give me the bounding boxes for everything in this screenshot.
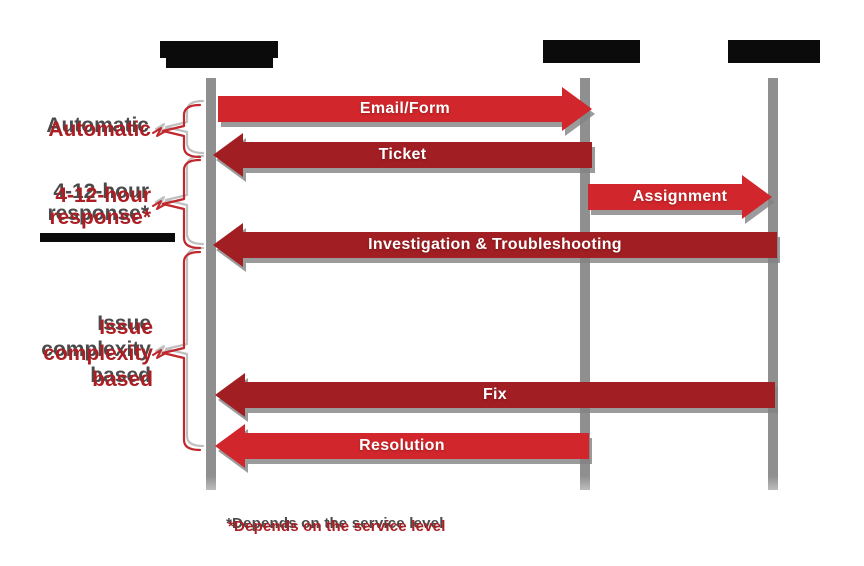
arrow-shape-right: Email/Form: [218, 87, 592, 131]
brace-automatic: [161, 103, 202, 159]
arrow-shape-left: Resolution: [215, 424, 589, 468]
message-arrow-email-form: Email/Form: [218, 87, 592, 131]
message-arrow-assignment: Assignment: [588, 175, 772, 219]
annotation-line: Automatic: [48, 118, 151, 141]
annotation-automatic: Automatic: [48, 119, 151, 141]
footnote: *Depends on the service level: [228, 518, 446, 535]
message-arrow-ticket: Ticket: [213, 133, 592, 177]
annotation-line: 4-12-hour: [55, 184, 151, 207]
annotation-redacted-line: [40, 233, 175, 242]
actor-1-header-redacted: [160, 41, 278, 58]
arrow-shape-left: Ticket: [213, 133, 592, 177]
message-arrow-fix: Fix: [215, 373, 775, 417]
message-label: Fix: [482, 386, 508, 403]
annotation-line: based: [92, 368, 153, 391]
annotation-line: response*: [49, 206, 151, 229]
annotation-response-time: 4-12-hour response*: [49, 185, 151, 229]
annotation-line: Issue: [99, 316, 153, 339]
actor-1-header-redacted-line2: [166, 56, 273, 68]
message-label: Investigation & Troubleshooting: [368, 236, 622, 253]
brace-issue-complexity: [161, 250, 202, 452]
grouping-braces: [152, 103, 202, 452]
leader-squiggle-automatic: [152, 127, 167, 137]
message-label: Ticket: [378, 146, 427, 163]
brace-response-time: [161, 158, 202, 250]
actor-2-header-redacted: [543, 40, 640, 63]
leader-squiggle-response-time: [152, 200, 167, 210]
arrow-shape-left: Fix: [215, 373, 775, 417]
actor-3-header-redacted: [728, 40, 820, 63]
lifeline-actor-2: [580, 78, 590, 490]
message-label: Resolution: [359, 437, 445, 454]
arrow-shape-left: Investigation & Troubleshooting: [213, 223, 777, 267]
annotation-issue-complexity: Issue complexity based: [43, 315, 153, 393]
message-arrow-resolution: Resolution: [215, 424, 589, 468]
message-arrow-investigation: Investigation & Troubleshooting: [213, 223, 777, 267]
annotation-line: complexity: [43, 342, 153, 365]
lifeline-actor-1: [206, 78, 216, 490]
arrow-shape-right: Assignment: [588, 175, 772, 219]
message-label: Email/Form: [359, 100, 451, 117]
lifeline-actor-3: [768, 78, 778, 490]
leader-squiggle-issue-complexity: [152, 349, 167, 359]
message-label: Assignment: [632, 188, 728, 205]
